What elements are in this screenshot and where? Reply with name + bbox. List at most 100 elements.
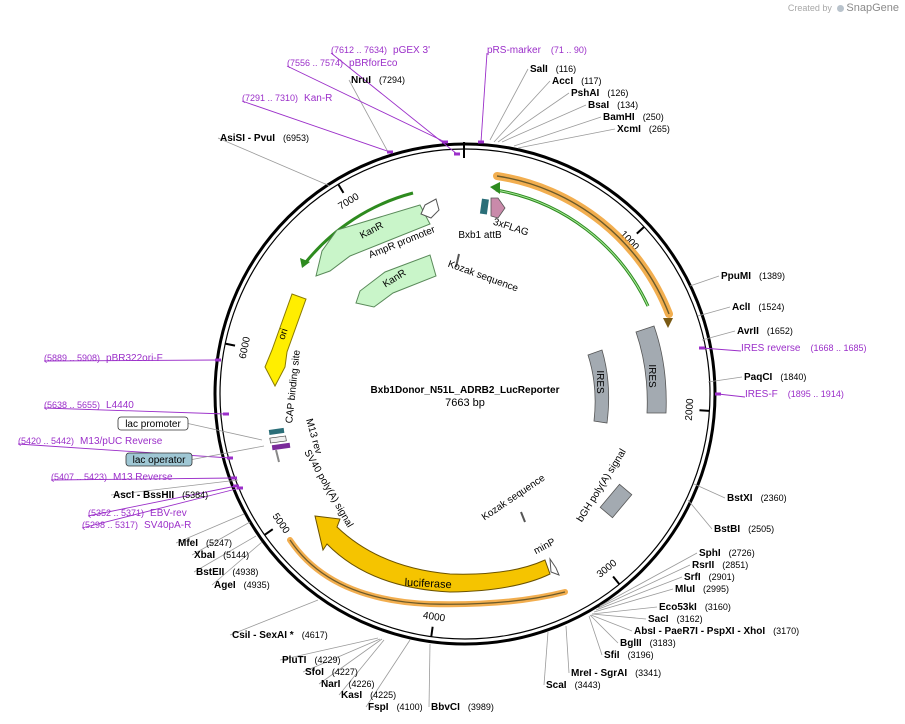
restriction-site[interactable]: MluI(2995)	[675, 584, 729, 595]
tick-label: 4000	[422, 610, 446, 624]
primer[interactable]: (7612 .. 7634)pGEX 3'	[331, 45, 430, 56]
site-position: (3196)	[628, 650, 654, 660]
feature-box-label[interactable]: lac operator	[133, 455, 186, 466]
feature-box	[125, 452, 193, 467]
restriction-site[interactable]: AvrII(1652)	[737, 326, 793, 337]
primer[interactable]: IRES-F(1895 .. 1914)	[745, 389, 844, 400]
restriction-site[interactable]: SalI(116)	[530, 64, 576, 75]
site-name: AgeI	[214, 580, 236, 591]
site-position: (4935)	[244, 580, 270, 590]
primer[interactable]: (5352 .. 5371)EBV-rev	[88, 508, 187, 519]
restriction-site[interactable]: BglII(3183)	[620, 638, 676, 649]
restriction-site[interactable]: SacI(3162)	[648, 614, 703, 625]
plasmid-length: 7663 bp	[445, 397, 485, 409]
minp-arrow	[549, 557, 560, 576]
restriction-site[interactable]: MfeI(5247)	[178, 538, 232, 549]
site-position: (2995)	[703, 584, 729, 594]
leaders-layer	[17, 52, 746, 708]
restriction-site[interactable]: SfiI(3196)	[604, 650, 654, 661]
site-name: SfoI	[305, 667, 324, 678]
restriction-site[interactable]: SrfI(2901)	[684, 572, 735, 583]
primer[interactable]: (5420 .. 5442)M13/pUC Reverse	[18, 436, 163, 447]
primer-mark	[442, 140, 448, 144]
site-position: (2505)	[748, 524, 774, 534]
primer-leader-line	[50, 477, 235, 481]
site-leader-line	[110, 479, 239, 496]
restriction-site[interactable]: RsrII(2851)	[692, 560, 748, 571]
restriction-site[interactable]: AsiSI - PvuI(6953)	[220, 133, 309, 144]
site-leader-line	[497, 92, 570, 143]
restriction-site[interactable]: SfoI(4227)	[305, 667, 358, 678]
site-leader-line	[687, 499, 713, 530]
restriction-site[interactable]: XbaI(5144)	[194, 550, 249, 561]
site-position: (3341)	[635, 668, 661, 678]
primer[interactable]: (5298 .. 5317)SV40pA-R	[82, 520, 191, 531]
restriction-site[interactable]: BamHI(250)	[603, 112, 664, 123]
restriction-site[interactable]: ScaI(3443)	[546, 680, 601, 691]
kozak-top-label: Kozak sequence	[446, 259, 520, 295]
restriction-site[interactable]: AscI - BssHII(5384)	[113, 490, 208, 501]
restriction-site[interactable]: BbvCI(3989)	[431, 702, 494, 713]
restriction-site[interactable]: NarI(4226)	[321, 679, 374, 690]
site-position: (1652)	[767, 326, 793, 336]
site-leader-line	[193, 535, 257, 573]
restriction-site[interactable]: PaqCI(1840)	[744, 372, 806, 383]
ori-label: ori	[277, 327, 291, 341]
restriction-site[interactable]: BstBI(2505)	[714, 524, 774, 535]
restriction-site[interactable]: KasI(4225)	[341, 690, 396, 701]
primer-name: M13 Reverse	[113, 472, 173, 483]
restriction-site[interactable]: AccI(117)	[552, 76, 601, 87]
restriction-site[interactable]: PshAI(126)	[571, 88, 628, 99]
restriction-site[interactable]: PluTI(4229)	[282, 655, 340, 666]
site-position: (116)	[556, 64, 576, 74]
primer-name: pRS-marker	[487, 45, 542, 56]
site-name: PaqCI	[744, 372, 773, 383]
tick-mark	[225, 342, 236, 347]
restriction-site[interactable]: PpuMI(1389)	[721, 271, 785, 282]
site-leader-line	[279, 637, 379, 661]
restriction-site[interactable]: AclI(1524)	[732, 302, 784, 313]
site-position: (3989)	[468, 702, 494, 712]
restriction-site[interactable]: NruI(7294)	[351, 75, 405, 86]
primer[interactable]: (5889 .. 5908)pBR322ori-F	[44, 353, 163, 364]
restriction-site[interactable]: FspI(4100)	[368, 702, 423, 713]
primer-position: (5407 .. 5423)	[51, 472, 107, 482]
kozak-bottom-label: Kozak sequence	[480, 472, 548, 523]
primer-leader-line	[330, 52, 458, 155]
restriction-site[interactable]: MreI - SgrAI(3341)	[571, 668, 661, 679]
restriction-site[interactable]: XcmI(265)	[617, 124, 670, 135]
site-position: (4226)	[348, 679, 374, 689]
restriction-site[interactable]: Eco53kI(3160)	[659, 602, 731, 613]
restriction-site[interactable]: AbsI - PaeR7I - PspXI - XhoI(3170)	[634, 626, 799, 637]
tick-mark	[430, 626, 434, 637]
primer-position: (5638 .. 5655)	[44, 400, 100, 410]
site-position: (117)	[581, 76, 601, 86]
ori-feature	[264, 293, 307, 388]
restriction-site[interactable]: AgeI (4935)	[214, 580, 270, 591]
site-leader-line	[589, 614, 619, 644]
feature-box-label[interactable]: lac promoter	[125, 419, 181, 430]
primer[interactable]: (5638 .. 5655) L4440	[44, 400, 134, 411]
primer[interactable]: (5407 .. 5423) M13 Reverse	[51, 472, 173, 483]
restriction-site[interactable]: BstEII(4938)	[196, 567, 258, 578]
restriction-site[interactable]: SphI(2726)	[699, 548, 755, 559]
primer-name: L4440	[106, 400, 134, 411]
primer-leader-line	[17, 443, 231, 459]
primer-mark	[215, 358, 221, 362]
primer[interactable]: (7556 .. 7574)pBRforEco	[287, 58, 398, 69]
primer-mark	[699, 346, 705, 350]
labels-layer: SalI(116)AccI(117)PshAI(126)BsaI(134)Bam…	[18, 45, 867, 713]
site-position: (4225)	[370, 690, 396, 700]
site-name: AscI - BssHII	[113, 490, 174, 501]
lac-small-feature-2	[269, 435, 287, 444]
primer[interactable]: (7291 .. 7310)Kan-R	[242, 93, 332, 104]
primer[interactable]: IRES reverse(1668 .. 1685)	[741, 343, 867, 354]
primer[interactable]: pRS-marker(71 .. 90)	[487, 45, 587, 56]
site-name: SphI	[699, 548, 721, 559]
tick-mark	[636, 226, 645, 235]
restriction-site[interactable]: BsaI(134)	[588, 100, 638, 111]
watermark-brand: SnapGene	[846, 2, 899, 14]
lac-small-feature-3	[271, 442, 291, 451]
restriction-site[interactable]: CsiI - SexAI *(4617)	[232, 630, 328, 641]
restriction-site[interactable]: BstXI(2360)	[727, 493, 787, 504]
